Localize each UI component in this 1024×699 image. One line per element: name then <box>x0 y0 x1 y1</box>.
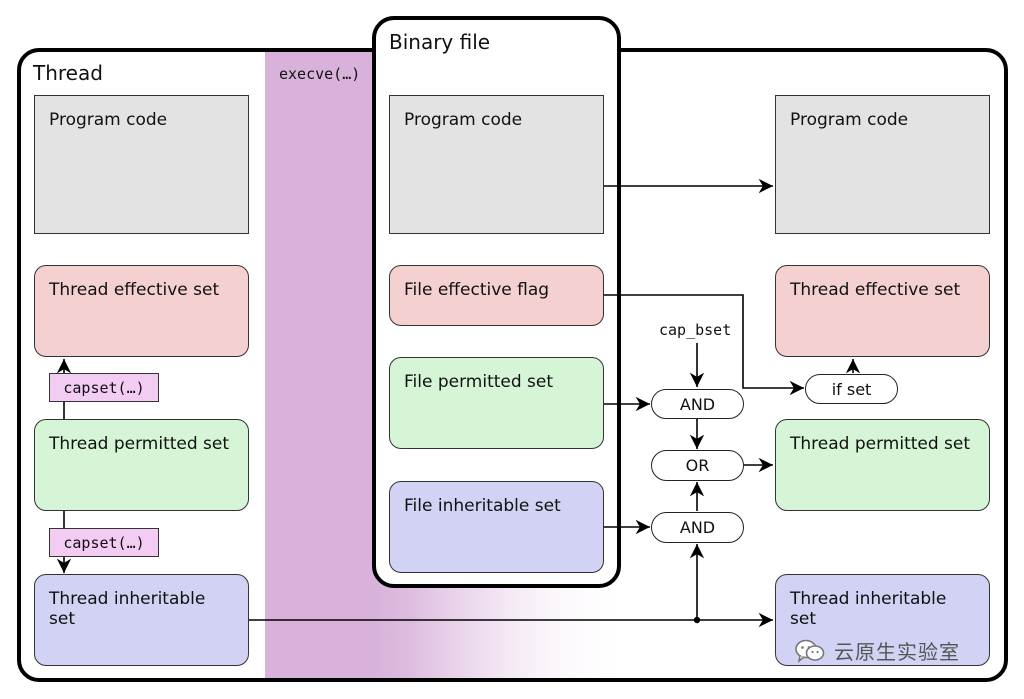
capset-tag-bottom: capset(…) <box>49 528 159 557</box>
cap-bset-label: cap_bset <box>659 321 732 339</box>
file-program-code: Program code <box>389 95 604 234</box>
thread-inheritable-set: Thread inheritable set <box>34 574 249 666</box>
execve-label: execve(…) <box>279 65 361 83</box>
result-inheritable-set: Thread inheritable set <box>775 574 990 666</box>
if-set-operator: if set <box>805 374 898 404</box>
thread-effective-set: Thread effective set <box>34 265 249 357</box>
capset-tag-top: capset(…) <box>49 373 159 402</box>
result-permitted-set: Thread permitted set <box>775 419 990 511</box>
or-operator: OR <box>651 450 744 481</box>
and-operator-bottom: AND <box>651 512 744 543</box>
watermark-text: 云原生实验室 <box>834 640 960 664</box>
binary-file-title: Binary file <box>389 30 491 54</box>
thread-permitted-set: Thread permitted set <box>34 419 249 511</box>
watermark: 云原生实验室 <box>794 636 960 665</box>
file-effective-flag: File effective flag <box>389 265 604 326</box>
thread-program-code: Program code <box>34 95 249 234</box>
result-program-code: Program code <box>775 95 990 234</box>
result-effective-set: Thread effective set <box>775 265 990 357</box>
file-permitted-set: File permitted set <box>389 357 604 449</box>
thread-title: Thread <box>33 61 103 85</box>
file-inheritable-set: File inheritable set <box>389 481 604 573</box>
and-operator-top: AND <box>651 389 744 419</box>
wechat-icon <box>794 638 826 664</box>
